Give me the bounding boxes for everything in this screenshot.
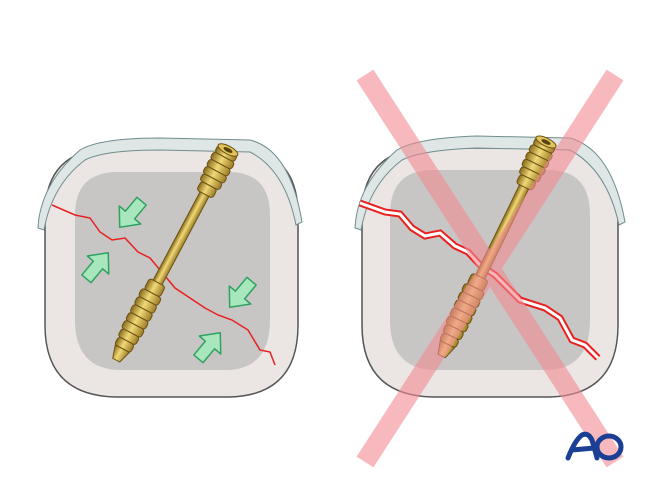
cartilage (354, 135, 626, 231)
panel-incorrect (354, 69, 626, 468)
cartilage (37, 137, 303, 231)
cross-out-icon (356, 69, 624, 468)
panel-correct (37, 137, 303, 398)
ao-logo (565, 431, 624, 461)
fracture-line (51, 204, 276, 366)
